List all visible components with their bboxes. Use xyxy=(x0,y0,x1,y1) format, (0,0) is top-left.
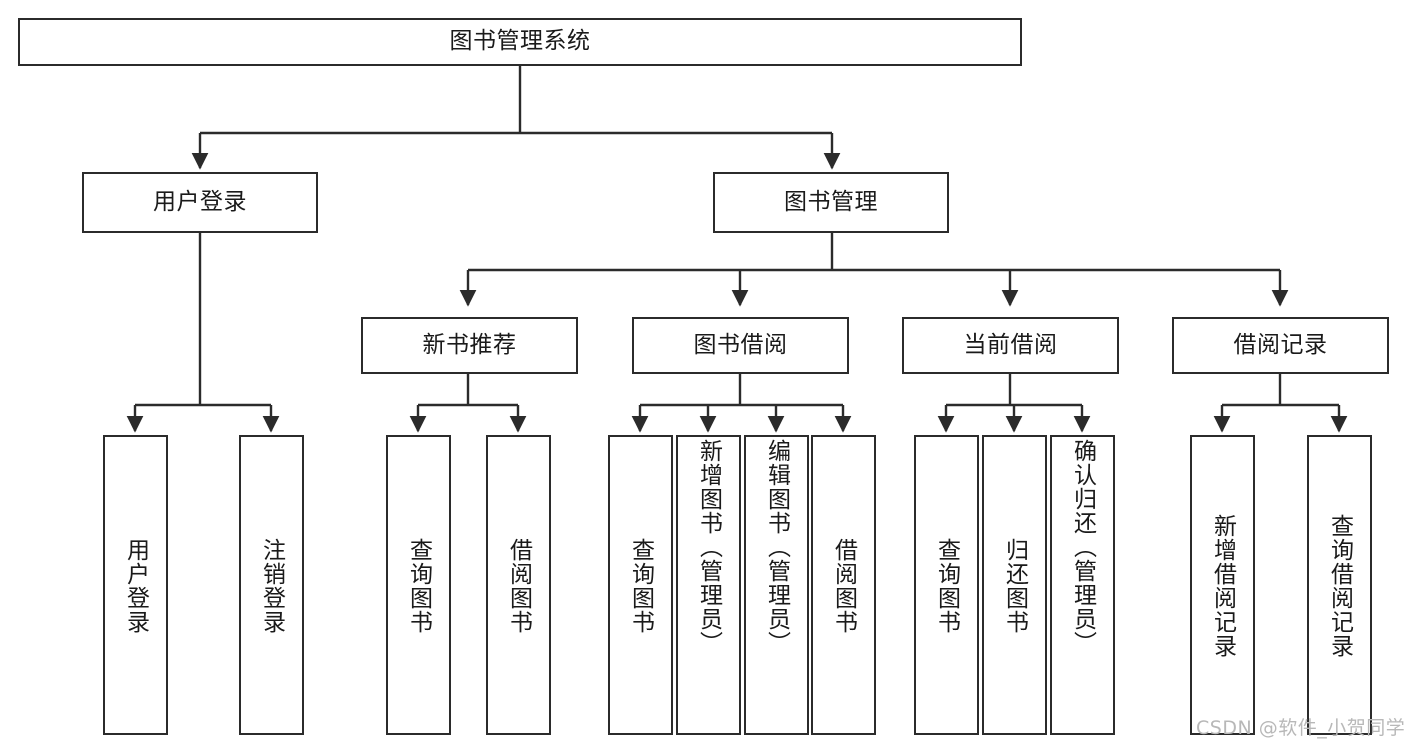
node-leaf-add-borrow-record-label: 新增借阅记录 xyxy=(1209,514,1236,658)
node-leaf-return-book[interactable]: 归还图书 xyxy=(982,435,1047,735)
node-leaf-add-book-admin[interactable]: 新增图书（管理员） xyxy=(676,435,741,735)
node-leaf-logout-label: 注销登录 xyxy=(258,538,285,634)
node-leaf-edit-book-admin[interactable]: 编辑图书（管理员） xyxy=(744,435,809,735)
node-current-borrow-label: 当前借阅 xyxy=(963,331,1058,358)
node-leaf-query-book-recommend[interactable]: 查询图书 xyxy=(386,435,451,735)
node-borrow-record-label: 借阅记录 xyxy=(1233,331,1328,358)
csdn-watermark: CSDN @软件_小贺同学 xyxy=(1196,717,1405,739)
node-book-management-label: 图书管理 xyxy=(784,188,878,215)
node-leaf-user-login[interactable]: 用户登录 xyxy=(103,435,168,735)
node-leaf-user-login-label: 用户登录 xyxy=(122,538,149,634)
node-leaf-borrow-book[interactable]: 借阅图书 xyxy=(811,435,876,735)
node-leaf-return-book-label: 归还图书 xyxy=(1001,538,1028,634)
node-leaf-add-book-admin-label: 新增图书（管理员） xyxy=(695,439,722,655)
node-leaf-query-book-current-label: 查询图书 xyxy=(933,538,960,634)
node-leaf-query-borrow-record-label: 查询借阅记录 xyxy=(1326,514,1353,658)
node-root-book-management-system[interactable]: 图书管理系统 xyxy=(18,18,1022,66)
node-new-book-recommend[interactable]: 新书推荐 xyxy=(361,317,578,374)
node-leaf-logout[interactable]: 注销登录 xyxy=(239,435,304,735)
node-user-login-label: 用户登录 xyxy=(153,188,247,215)
node-leaf-query-book-recommend-label: 查询图书 xyxy=(405,538,432,634)
node-book-management[interactable]: 图书管理 xyxy=(713,172,949,233)
node-leaf-confirm-return-admin[interactable]: 确认归还（管理员） xyxy=(1050,435,1115,735)
node-new-book-recommend-label: 新书推荐 xyxy=(422,331,517,358)
node-root-label: 图书管理系统 xyxy=(449,28,591,55)
node-leaf-borrow-book-recommend-label: 借阅图书 xyxy=(505,538,532,634)
node-book-borrow[interactable]: 图书借阅 xyxy=(632,317,849,374)
node-leaf-borrow-book-recommend[interactable]: 借阅图书 xyxy=(486,435,551,735)
node-leaf-confirm-return-admin-label: 确认归还（管理员） xyxy=(1069,439,1096,655)
node-book-borrow-label: 图书借阅 xyxy=(693,331,788,358)
node-leaf-borrow-book-label: 借阅图书 xyxy=(830,538,857,634)
node-leaf-add-borrow-record[interactable]: 新增借阅记录 xyxy=(1190,435,1255,735)
node-borrow-record[interactable]: 借阅记录 xyxy=(1172,317,1389,374)
node-leaf-edit-book-admin-label: 编辑图书（管理员） xyxy=(763,439,790,655)
node-current-borrow[interactable]: 当前借阅 xyxy=(902,317,1119,374)
node-leaf-query-book-current[interactable]: 查询图书 xyxy=(914,435,979,735)
node-leaf-query-borrow-record[interactable]: 查询借阅记录 xyxy=(1307,435,1372,735)
node-leaf-query-book-borrow-label: 查询图书 xyxy=(627,538,654,634)
node-user-login[interactable]: 用户登录 xyxy=(82,172,318,233)
node-leaf-query-book-borrow[interactable]: 查询图书 xyxy=(608,435,673,735)
